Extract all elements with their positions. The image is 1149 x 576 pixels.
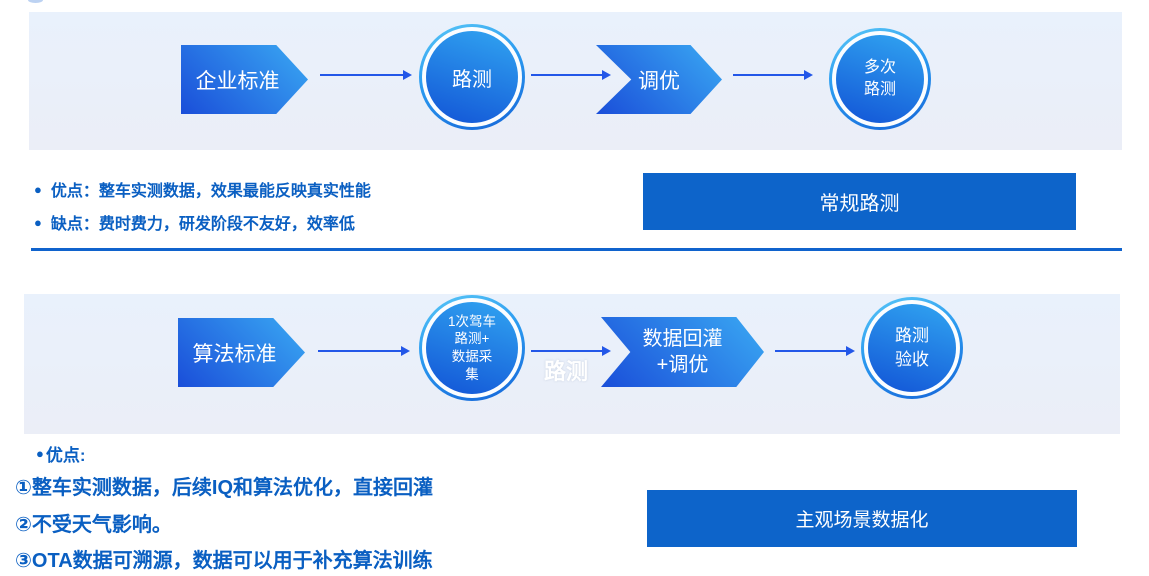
flow1-arrow-3 [733, 70, 813, 80]
flow2-arrow-1 [318, 346, 410, 356]
flow2-step4-line1: 路测 [895, 326, 929, 346]
bullet-icon: ● [34, 214, 42, 230]
flow2-step3-line1: 数据回灌 [642, 328, 723, 350]
flow1-arrow-1 [320, 70, 412, 80]
node-core: 1次驾车 路测+ 数据采 集 [426, 302, 518, 394]
section1-banner-label: 常规路测 [819, 193, 900, 215]
section2-notes-title-text: 优点: [45, 446, 86, 465]
flow1-step2-label: 路测 [452, 68, 492, 91]
flow1-node-multiple-roadtests: 多次 路测 [829, 28, 931, 130]
flow1-step4-line2: 路测 [863, 81, 896, 98]
section2-notes-title: ● 优点: [36, 441, 86, 466]
flow2-node-drive-collect: 1次驾车 路测+ 数据采 集 [419, 295, 525, 401]
flow2-step2-line4: 集 [465, 366, 479, 382]
flow2-step4-line2: 验收 [895, 350, 929, 369]
flow2-node-roadtest-acceptance: 路测 验收 [861, 297, 963, 399]
section1-note-cons-text: 缺点：费时费力，研发阶段不友好，效率低 [50, 216, 355, 233]
bullet-icon: ● [34, 181, 42, 197]
flow2-step1-label: 算法标准 [192, 342, 277, 366]
section2-note-1: ①整车实测数据，后续IQ和算法优化，直接回灌 [15, 477, 434, 499]
section1-note-cons: ● 缺点：费时费力，研发阶段不友好，效率低 [34, 210, 355, 234]
node-core: 多次 路测 [836, 35, 924, 123]
bullet-icon: ● [36, 446, 44, 461]
node-core: 路测 验收 [868, 304, 956, 392]
flow1-step4-line1: 多次 [863, 58, 896, 76]
node-ring-gap: 路测 [422, 27, 522, 127]
node-ring-gap: 路测 验收 [864, 300, 960, 396]
section1-note-pros: ● 优点：整车实测数据，效果最能反映真实性能 [34, 177, 371, 201]
flow2-roadtest-caption: 路测 [544, 359, 589, 384]
flow2-step2-line3: 数据采 [451, 349, 493, 364]
flow2-step2-line2: 路测+ [454, 331, 490, 347]
flow2-step3-line2: +调优 [656, 354, 709, 376]
section1-banner: 常规路测 [643, 173, 1076, 230]
flow1-arrow-2 [531, 70, 611, 80]
flow1-step1-label: 企业标准 [195, 69, 280, 93]
node-ring-gap: 多次 路测 [832, 31, 928, 127]
section2-banner: 主观场景数据化 [647, 490, 1077, 547]
section2-note-2: ②不受天气影响。 [15, 514, 172, 536]
section-divider [31, 248, 1122, 251]
flow1-node-roadtest: 路测 [419, 24, 525, 130]
section1-note-pros-text: 优点：整车实测数据，效果最能反映真实性能 [50, 183, 371, 200]
flow1-step3-label: 调优 [638, 69, 680, 93]
section2-note-3: ③OTA数据可溯源，数据可以用于补充算法训练 [15, 550, 433, 572]
flow2-arrow-3 [775, 346, 855, 356]
section2-banner-label: 主观场景数据化 [795, 510, 929, 531]
flow2-arrow-2 [531, 346, 611, 356]
flow2-step2-line1: 1次驾车 [447, 313, 496, 329]
flow1-step-tuning: 调优 [596, 45, 722, 114]
node-core: 路测 [426, 31, 518, 123]
top-edge-artifact [28, 0, 43, 3]
node-ring-gap: 1次驾车 路测+ 数据采 集 [422, 298, 522, 398]
